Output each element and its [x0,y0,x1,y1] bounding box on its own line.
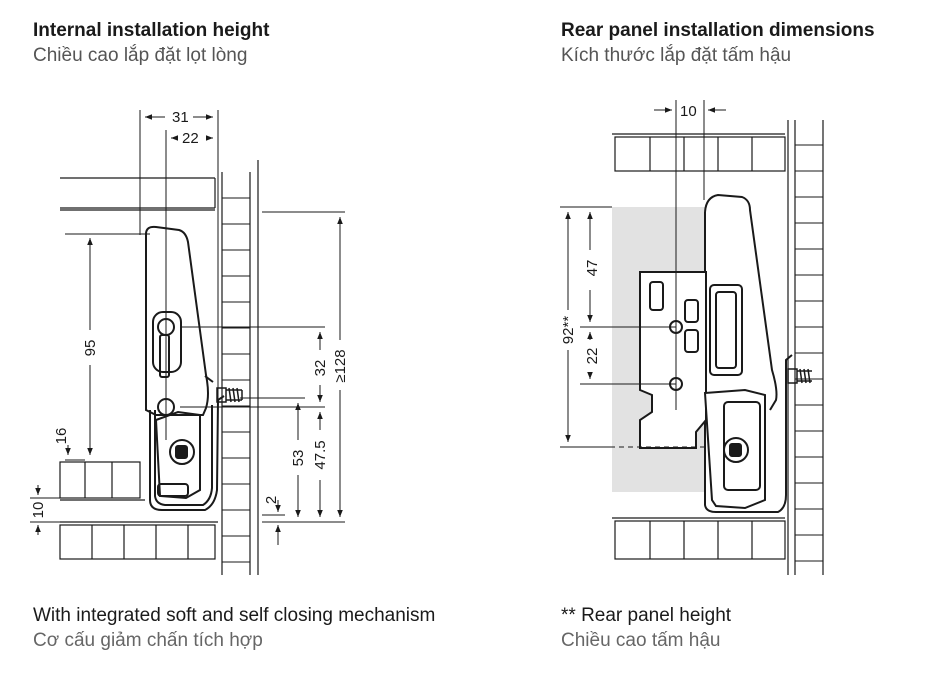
left-dim-128: ≥128 [332,349,349,382]
right-top-panel [612,133,786,172]
left-dim-10: 10 [30,502,47,519]
right-caption: ** Rear panel height [561,605,732,626]
right-caption-vi: Chiều cao tấm hậu [561,630,721,651]
left-drawer-bottom [59,461,145,501]
left-dim-2: 2 [263,496,280,504]
right-dim-47: 47 [584,260,601,277]
right-subtitle: Kích thước lắp đặt tấm hậu [561,45,792,66]
right-side-wall [787,120,824,575]
right-dim-10: 10 [680,103,697,120]
right-dim-22: 22 [584,348,601,365]
left-screw [216,387,243,403]
left-drawer-profile [145,225,225,511]
left-dimensions [30,110,345,545]
left-subtitle: Chiều cao lắp đặt lọt lòng [33,45,248,66]
left-dim-53: 53 [290,450,307,467]
left-dim-95: 95 [82,340,99,357]
left-dim-16: 16 [53,428,70,445]
left-base-panel [59,521,218,560]
left-dim-22: 22 [182,130,199,147]
right-screw [787,368,812,384]
right-drawing [612,120,824,575]
left-dim-32: 32 [312,360,329,377]
left-caption: With integrated soft and self closing me… [33,605,436,626]
right-dimensions [560,100,726,448]
left-dim-31: 31 [172,109,189,126]
left-title: Internal installation height [33,20,270,41]
left-drawing [59,160,259,575]
left-caption-vi: Cơ cấu giảm chấn tích hợp [33,630,263,651]
left-top-panel [60,177,216,211]
right-title: Rear panel installation dimensions [561,20,875,41]
left-dim-47-5: 47.5 [312,440,329,469]
left-side-wall [221,160,259,575]
right-base-panel [612,517,786,560]
right-dim-92: 92** [560,316,577,345]
